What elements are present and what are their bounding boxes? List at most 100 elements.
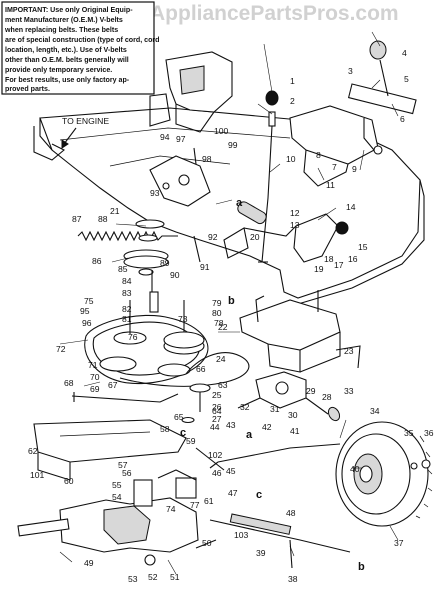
important-note: IMPORTANT: Use only Original Equip- ment… <box>1 1 160 95</box>
part-label-60: 60 <box>64 476 74 486</box>
part-label-58: 58 <box>160 424 170 434</box>
part-label-5: 5 <box>404 74 409 84</box>
part-label-28: 28 <box>322 392 332 402</box>
shroud-plate <box>33 419 187 481</box>
engine-direction: TO ENGINE <box>61 116 109 149</box>
part-label-84: 84 <box>122 276 132 286</box>
part-label-23: 23 <box>344 346 354 356</box>
part-label-75: 75 <box>84 296 94 306</box>
part-label-97: 97 <box>176 134 186 144</box>
part-label-76: 76 <box>128 332 138 342</box>
note-line-9: proved parts. <box>5 85 50 93</box>
part-label-17: 17 <box>334 260 344 270</box>
part-label-73: 73 <box>178 314 188 324</box>
part-label-16: 16 <box>348 254 358 264</box>
seat-bracket <box>149 51 233 133</box>
part-label-64: 64 <box>212 406 222 416</box>
brake-assembly <box>237 371 341 422</box>
part-label-90: 90 <box>170 270 180 280</box>
note-line-5: location, length, etc.). Use of V-belts <box>5 46 127 54</box>
ref-letter-a: a <box>236 197 243 209</box>
part-label-55: 55 <box>112 480 122 490</box>
ref-letter-b: b <box>228 295 235 307</box>
clutch-bracket <box>239 290 361 373</box>
part-label-21: 21 <box>110 206 120 216</box>
part-label-88: 88 <box>98 214 108 224</box>
part-label-68: 68 <box>64 378 74 388</box>
part-label-35: 35 <box>404 428 414 438</box>
part-label-44: 44 <box>210 422 220 432</box>
part-label-32: 32 <box>240 402 250 412</box>
ref-letter-b-2: b <box>358 561 365 573</box>
ref-letter-c-2: c <box>256 489 262 501</box>
part-label-98: 98 <box>202 154 212 164</box>
part-label-13: 13 <box>290 220 300 230</box>
part-label-67: 67 <box>108 380 118 390</box>
part-label-57: 57 <box>118 460 128 470</box>
note-line-7: provide only temporary service. <box>5 66 112 74</box>
part-label-40: 40 <box>350 464 360 474</box>
rear-wheel <box>335 421 433 527</box>
part-label-25: 25 <box>212 390 222 400</box>
part-label-69: 69 <box>90 384 100 394</box>
drive-belt <box>84 300 209 385</box>
part-label-20: 20 <box>250 232 260 242</box>
part-label-50: 50 <box>202 538 212 548</box>
part-label-63: 63 <box>218 380 228 390</box>
part-label-42: 42 <box>262 422 272 432</box>
ref-letter-c: c <box>180 427 186 439</box>
part-label-62: 62 <box>28 446 38 456</box>
part-label-103: 103 <box>234 530 249 540</box>
part-label-95: 95 <box>80 306 90 316</box>
watermark: AppliancePartsPros.com <box>150 2 399 25</box>
engine-label: TO ENGINE <box>62 116 109 126</box>
part-label-47: 47 <box>228 488 238 498</box>
note-line-4: are of special construction (type of cor… <box>5 36 160 44</box>
part-label-39: 39 <box>256 548 266 558</box>
part-label-87: 87 <box>72 214 82 224</box>
note-line-8: For best results, use only factory ap- <box>5 76 130 84</box>
part-label-71: 71 <box>88 360 98 370</box>
part-label-19: 19 <box>314 264 324 274</box>
part-label-66: 66 <box>196 364 206 374</box>
note-line-6: other than O.E.M. belts generally will <box>5 56 129 64</box>
part-label-61: 61 <box>204 496 214 506</box>
note-line-3: when replacing belts. These belts <box>4 26 118 34</box>
part-label-94: 94 <box>160 132 170 142</box>
part-label-1: 1 <box>290 76 295 86</box>
part-label-74: 74 <box>166 504 176 514</box>
part-label-54: 54 <box>112 492 122 502</box>
part-label-22: 22 <box>218 322 228 332</box>
ref-letter-a-2: a <box>246 429 253 441</box>
part-label-59: 59 <box>186 436 196 446</box>
part-label-91: 91 <box>200 262 210 272</box>
part-label-100: 100 <box>214 126 229 136</box>
part-label-93: 93 <box>150 188 160 198</box>
part-label-79: 79 <box>212 298 222 308</box>
spring-87 <box>77 230 178 242</box>
part-label-53: 53 <box>128 574 138 584</box>
part-label-83: 83 <box>122 288 132 298</box>
part-label-14: 14 <box>346 202 356 212</box>
part-label-102: 102 <box>208 450 223 460</box>
part-label-82: 82 <box>122 304 132 314</box>
pulley-stack <box>123 219 169 313</box>
part-label-70: 70 <box>90 372 100 382</box>
part-label-41: 41 <box>290 426 300 436</box>
part-label-37: 37 <box>394 538 404 548</box>
part-label-45: 45 <box>226 466 236 476</box>
part-label-78: 78 <box>214 318 224 328</box>
part-label-46: 46 <box>212 468 222 478</box>
part-label-36: 36 <box>424 428 434 438</box>
part-label-18: 18 <box>324 254 334 264</box>
note-line-1: IMPORTANT: Use only Original Equip- <box>5 6 133 14</box>
part-label-77: 77 <box>190 500 200 510</box>
note-line-2: ment Manufacturer (O.E.M.) V-belts <box>5 16 123 24</box>
part-label-24: 24 <box>216 354 226 364</box>
part-label-29: 29 <box>306 386 316 396</box>
axle-rod <box>195 443 341 471</box>
part-label-30: 30 <box>288 410 298 420</box>
part-label-11: 11 <box>326 180 335 190</box>
part-label-49: 49 <box>84 558 94 568</box>
